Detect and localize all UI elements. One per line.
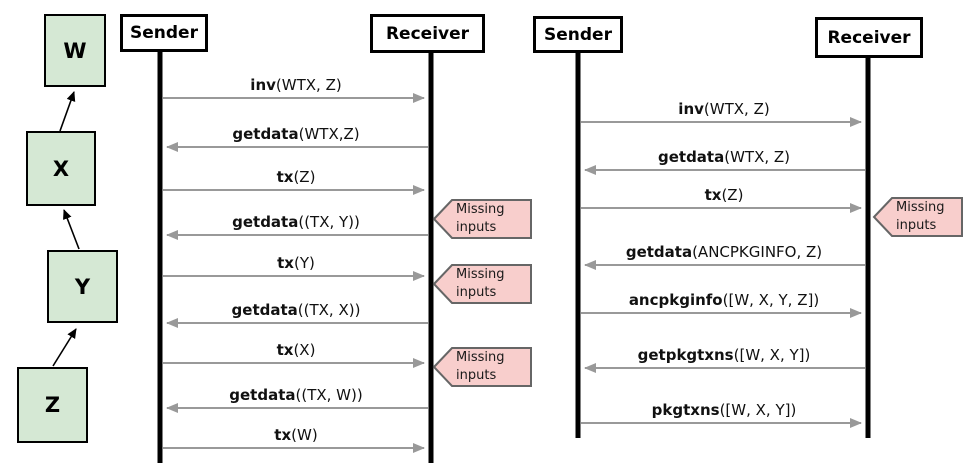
message-args: ([W, X, Y]) <box>733 346 811 364</box>
message-name: getdata <box>232 125 299 143</box>
tx-node-w-label: W <box>63 38 87 63</box>
d2-message-label-1: getdata(WTX, Z) <box>586 148 862 166</box>
tx-node-z <box>17 367 88 443</box>
message-name: ancpkginfo <box>628 291 723 309</box>
d1-badge-shape-2 <box>432 264 532 304</box>
message-name: getdata <box>657 148 725 166</box>
d2-receiver-box: Receiver <box>815 17 923 58</box>
message-args: (WTX, Z) <box>275 76 342 94</box>
message-args: ([W, X, Y, Z]) <box>722 291 820 309</box>
d1-missing-inputs-badge-3: Missing inputs <box>456 350 505 383</box>
message-args: ([W, X, Y]) <box>719 401 797 419</box>
message-args: (WTX, Z) <box>724 148 791 166</box>
message-name: inv <box>678 100 704 118</box>
d1-message-label-0: inv(WTX, Z) <box>168 76 424 94</box>
message-name: tx <box>277 254 294 272</box>
message-name: tx <box>274 426 292 444</box>
tx-chain <box>17 14 118 443</box>
message-name: tx <box>704 186 722 204</box>
message-args: (Z) <box>721 186 744 204</box>
message-args: (Z) <box>293 168 316 186</box>
d2-missing-inputs-badge-1: Missing inputs <box>896 200 945 233</box>
d1-message-label-7: getdata((TX, W)) <box>168 386 424 404</box>
message-args: ((TX, Y)) <box>298 213 360 231</box>
d1-message-label-1: getdata(WTX,Z) <box>168 125 424 143</box>
message-args: (WTX, Z) <box>703 100 770 118</box>
tx-node-z-label: Z <box>44 393 61 417</box>
message-name: inv <box>250 76 276 94</box>
d1-message-label-4: tx(Y) <box>168 254 424 272</box>
message-name: getdata <box>231 301 298 319</box>
d1-message-label-8: tx(W) <box>168 426 424 444</box>
tx-node-x <box>26 131 96 206</box>
d2-message-label-4: ancpkginfo([W, X, Y, Z]) <box>586 291 862 309</box>
chain-arrow-y-to-x <box>63 209 80 250</box>
message-args: (ANCPKGINFO, Z) <box>692 243 823 261</box>
d1-badge-shape-3 <box>432 347 532 387</box>
d2-message-label-6: pkgtxns([W, X, Y]) <box>586 401 862 419</box>
message-name: pkgtxns <box>651 401 720 419</box>
d1-message-label-3: getdata((TX, Y)) <box>168 213 424 231</box>
message-name: getdata <box>229 386 296 404</box>
message-args: ((TX, W)) <box>295 386 363 404</box>
tx-node-y-label: Y <box>74 274 91 299</box>
d2-badge-shape-1 <box>872 197 963 237</box>
message-args: ((TX, X)) <box>297 301 361 319</box>
message-args: (Y) <box>293 254 315 272</box>
message-args: (WTX,Z) <box>298 125 360 143</box>
d2-message-label-5: getpkgtxns([W, X, Y]) <box>586 346 862 364</box>
d2-message-label-3: getdata(ANCPKGINFO, Z) <box>586 243 862 261</box>
tx-node-w <box>44 14 106 87</box>
d1-message-label-2: tx(Z) <box>168 168 424 186</box>
message-name: tx <box>276 341 294 359</box>
d1-message-label-5: getdata((TX, X)) <box>168 301 424 319</box>
message-name: getpkgtxns <box>637 346 734 364</box>
d1-receiver-box: Receiver <box>370 14 485 53</box>
message-args: (X) <box>293 341 316 359</box>
message-name: tx <box>276 168 294 186</box>
d1-badge-shape-1 <box>432 199 532 239</box>
missing-inputs-badges <box>432 197 963 387</box>
chain-arrow-z-to-y <box>52 328 77 367</box>
d1-message-arrows <box>163 93 428 453</box>
tx-node-x-label: X <box>52 156 70 181</box>
d2-message-label-0: inv(WTX, Z) <box>586 100 862 118</box>
d2-message-label-2: tx(Z) <box>586 186 862 204</box>
d1-missing-inputs-badge-1: Missing inputs <box>456 202 505 235</box>
d1-sender-box: Sender <box>120 14 208 52</box>
d2-sender-box: Sender <box>533 16 623 53</box>
d1-missing-inputs-badge-2: Missing inputs <box>456 267 505 300</box>
d2-message-arrows <box>581 117 865 428</box>
message-name: getdata <box>625 243 693 261</box>
d1-message-label-6: tx(X) <box>168 341 424 359</box>
tx-node-y <box>47 250 118 323</box>
message-name: getdata <box>232 213 299 231</box>
message-args: (W) <box>291 426 318 444</box>
chain-arrow-x-to-w <box>59 91 76 132</box>
